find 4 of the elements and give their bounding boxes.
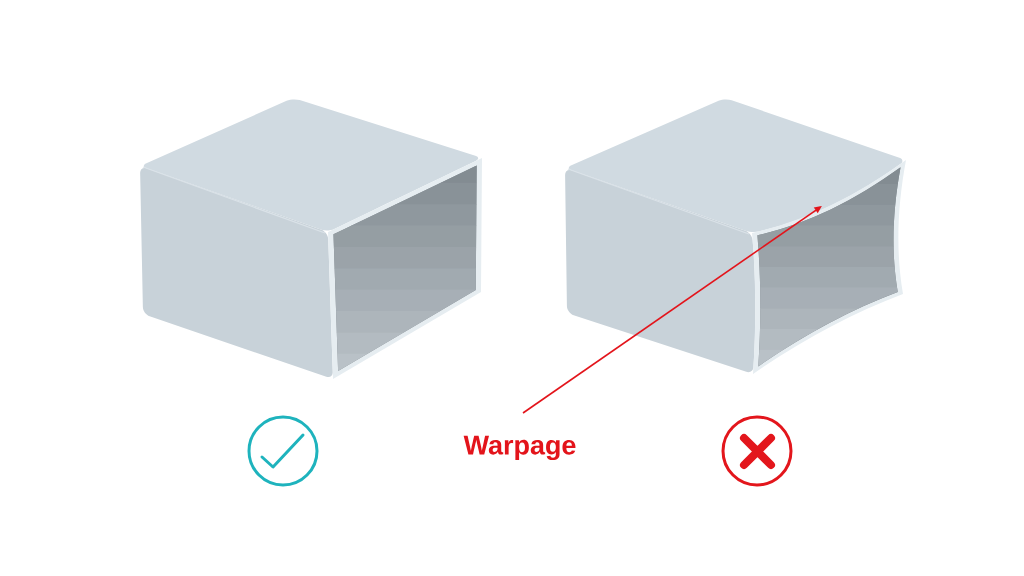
tube-illustration: [140, 99, 482, 379]
callout-text: Warpage: [463, 435, 576, 461]
leader-arrow: [522, 206, 822, 414]
tube-illustration: [565, 99, 906, 374]
